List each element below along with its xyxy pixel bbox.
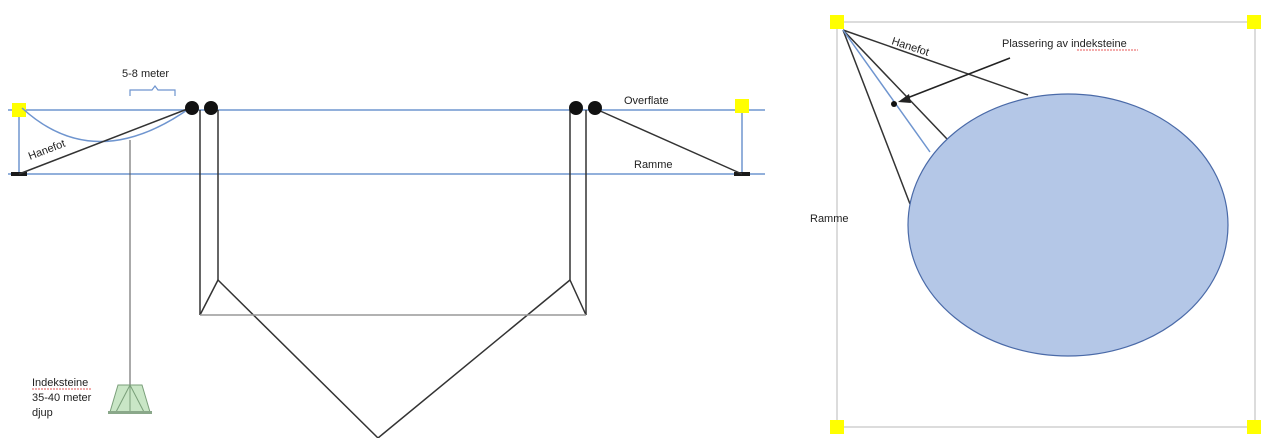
placement-arrow [901, 57, 1011, 101]
index-stones-label-1: Indeksteine [32, 377, 88, 389]
surface-label: Overflate [624, 95, 669, 107]
index-stones-icon [108, 384, 152, 414]
corner-buoy-bottom-left [830, 420, 844, 434]
placement-arrowhead [898, 94, 911, 103]
spacing-bracket [129, 85, 176, 96]
corner-buoy-top-left [830, 15, 844, 29]
top-bridle-label: Hanefot [890, 35, 930, 58]
right-bridle [597, 109, 743, 175]
net-pen-circle [907, 93, 1229, 357]
frame-label: Ramme [634, 159, 673, 171]
cage-net [199, 110, 587, 438]
index-stones-label-2: 35-40 meter [32, 392, 92, 404]
placement-label: Plassering av indeksteine [1002, 38, 1127, 50]
top-view-diagram: Hanefot Plassering av indeksteine Ramme [810, 15, 1261, 434]
frame-box [836, 21, 1256, 428]
index-stone-dot [891, 101, 897, 107]
right-float-2 [588, 101, 602, 115]
left-buoy [12, 103, 26, 117]
top-bridle [842, 29, 1029, 205]
side-view-diagram: 5-8 meter Overflate Ramme Hanefot Indeks… [8, 68, 765, 438]
bridle-label: Hanefot [27, 138, 67, 163]
index-stone-line-top [842, 29, 931, 153]
corner-buoy-bottom-right [1247, 420, 1261, 434]
left-float-2 [204, 101, 218, 115]
top-frame-label: Ramme [810, 213, 849, 225]
right-buoy [735, 99, 749, 113]
corner-buoy-top-right [1247, 15, 1261, 29]
left-float-1 [185, 101, 199, 115]
spacing-label: 5-8 meter [122, 68, 169, 80]
index-rope-curve [21, 107, 191, 143]
right-float-1 [569, 101, 583, 115]
left-bridle [18, 107, 191, 175]
index-stones-label-3: djup [32, 407, 53, 419]
